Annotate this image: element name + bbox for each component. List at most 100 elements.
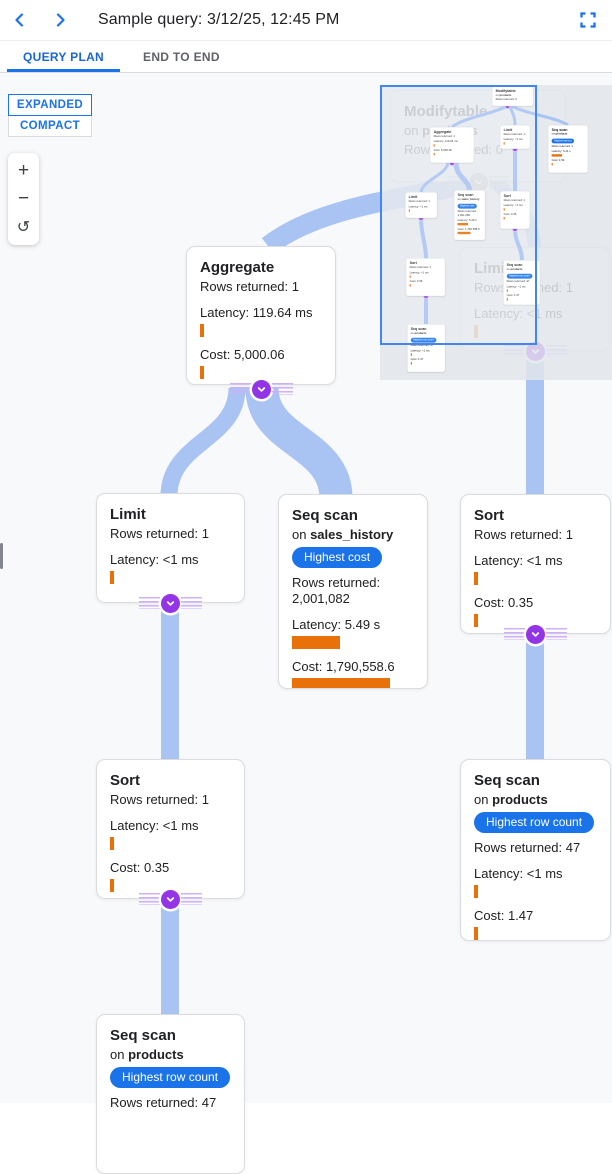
mini-node-latency: Latency: <1 ms	[506, 285, 526, 288]
node-latency: Latency: <1 ms	[110, 818, 199, 833]
node-title: Aggregate	[200, 259, 275, 276]
zoom-controls: + − ↺	[8, 153, 39, 245]
compact-button[interactable]: COMPACT	[8, 115, 92, 137]
node-cost: Cost: 5,000.06	[200, 347, 285, 362]
mini-node-rows: Rows returned: 1	[409, 266, 431, 269]
zoom-in-button[interactable]: +	[17, 160, 30, 181]
mini-node-table-label: on products	[551, 132, 568, 136]
mini-node-title: Modifytable	[495, 88, 516, 93]
node-rows-returned: Rows returned: 47	[110, 1095, 217, 1110]
node-latency: Latency: <1 ms	[110, 552, 199, 567]
mini-node-rows: Rows returned: 1	[551, 145, 573, 148]
mini-node-badge: Highest row count	[410, 337, 437, 343]
node-highlight-badge: Highest row count	[110, 1067, 231, 1088]
node-latency: Latency: 5.49 s	[292, 617, 381, 632]
minimap-viewport[interactable]	[380, 85, 537, 345]
node-rows-returned: Rows returned: 1	[200, 279, 299, 294]
fullscreen-icon	[580, 12, 596, 28]
fullscreen-button[interactable]	[572, 4, 604, 36]
collapse-toggle-sort-right[interactable]	[503, 624, 567, 644]
mini-cost-bar	[506, 298, 508, 301]
view-mode-toggle: EXPANDED COMPACT	[8, 94, 92, 137]
collapse-toggle-aggregate[interactable]	[229, 379, 293, 399]
mini-node-rows: Rows returned: 1	[433, 135, 455, 138]
node-rows-returned: Rows returned: 1	[110, 526, 209, 541]
tab-bar: QUERY PLAN END TO END	[0, 41, 612, 73]
node-title: Seq scan	[110, 1027, 176, 1044]
node-latency: Latency: 119.64 ms	[200, 305, 313, 320]
node-rows-returned: Rows returned: 1	[110, 792, 209, 807]
node-latency: Latency: <1 ms	[474, 866, 563, 881]
node-highlight-badge: Highest row count	[474, 812, 595, 833]
previous-query-button[interactable]	[0, 0, 40, 40]
latency-bar	[110, 571, 114, 584]
cost-bar	[292, 678, 390, 688]
mini-latency-bar	[409, 275, 411, 278]
node-table-label: on products	[474, 792, 548, 807]
mini-latency-bar	[506, 289, 508, 292]
latency-bar	[474, 572, 478, 585]
mini-node-title: Sort	[409, 260, 417, 265]
mini-node-cost: Cost: 1.47	[410, 358, 424, 361]
chevron-down-icon	[160, 889, 180, 909]
mini-node-title: Seq scan	[410, 326, 427, 331]
node-rows-returned: Rows returned: 1	[474, 527, 573, 542]
mini-cost-bar	[409, 284, 411, 287]
zoom-out-button[interactable]: −	[17, 188, 30, 209]
mini-node-rows: Rows returned: 47	[506, 280, 530, 283]
node-title: Sort	[110, 772, 140, 789]
mini-node-latency: Latency: <1 ms	[410, 349, 430, 352]
cost-bar	[200, 366, 204, 379]
header: Sample query: 3/12/25, 12:45 PM	[0, 0, 612, 41]
page-title: Sample query: 3/12/25, 12:45 PM	[98, 11, 340, 28]
collapse-toggle-sort-mid[interactable]	[138, 889, 202, 909]
node-cost: Cost: 1,790,558.6	[292, 659, 395, 674]
mini-node-title: Limit	[503, 127, 513, 132]
left-scrollbar-thumb[interactable]	[0, 543, 3, 569]
node-latency: Latency: <1 ms	[474, 553, 563, 568]
latency-bar	[110, 837, 114, 850]
mini-node-latency: Latency: <1 ms	[409, 271, 429, 274]
mini-node-latency: Latency: 119.64 ms	[433, 140, 458, 143]
node-highlight-badge: Highest cost	[292, 547, 383, 568]
mini-node-table-label: on products	[506, 267, 523, 271]
collapse-toggle-limit[interactable]	[138, 593, 202, 613]
mini-node-rows: Rows returned: 47	[410, 344, 434, 347]
mini-node-latency: Latency: <1 ms	[503, 138, 523, 141]
tab-end-to-end[interactable]: END TO END	[143, 49, 220, 64]
chevron-down-icon	[525, 624, 545, 644]
mini-latency-bar	[503, 142, 505, 145]
node-table-label: on sales_history	[292, 527, 394, 542]
node-cost: Cost: 0.35	[474, 595, 534, 610]
node-rows-returned: Rows returned: 47	[474, 840, 581, 855]
latency-bar	[474, 885, 478, 898]
node-table-label: on products	[110, 1047, 184, 1062]
mini-latency-bar	[433, 144, 435, 147]
chevron-down-icon	[251, 379, 271, 399]
reset-zoom-button[interactable]: ↺	[16, 219, 31, 236]
tab-query-plan[interactable]: QUERY PLAN	[7, 41, 121, 72]
expanded-button[interactable]: EXPANDED	[8, 94, 92, 116]
mini-node-title: Seq scan	[506, 262, 523, 267]
latency-bar	[200, 324, 204, 337]
next-query-button[interactable]	[40, 0, 80, 40]
node-cost: Cost: 1.47	[474, 908, 534, 923]
mini-node-cost: Cost: 1.59	[551, 159, 565, 162]
mini-latency-bar	[551, 154, 562, 157]
mini-node-rows: Rows returned: 0	[495, 97, 517, 101]
chevron-right-icon	[56, 13, 65, 27]
mini-node-cost: Cost: 1.47	[506, 294, 520, 297]
